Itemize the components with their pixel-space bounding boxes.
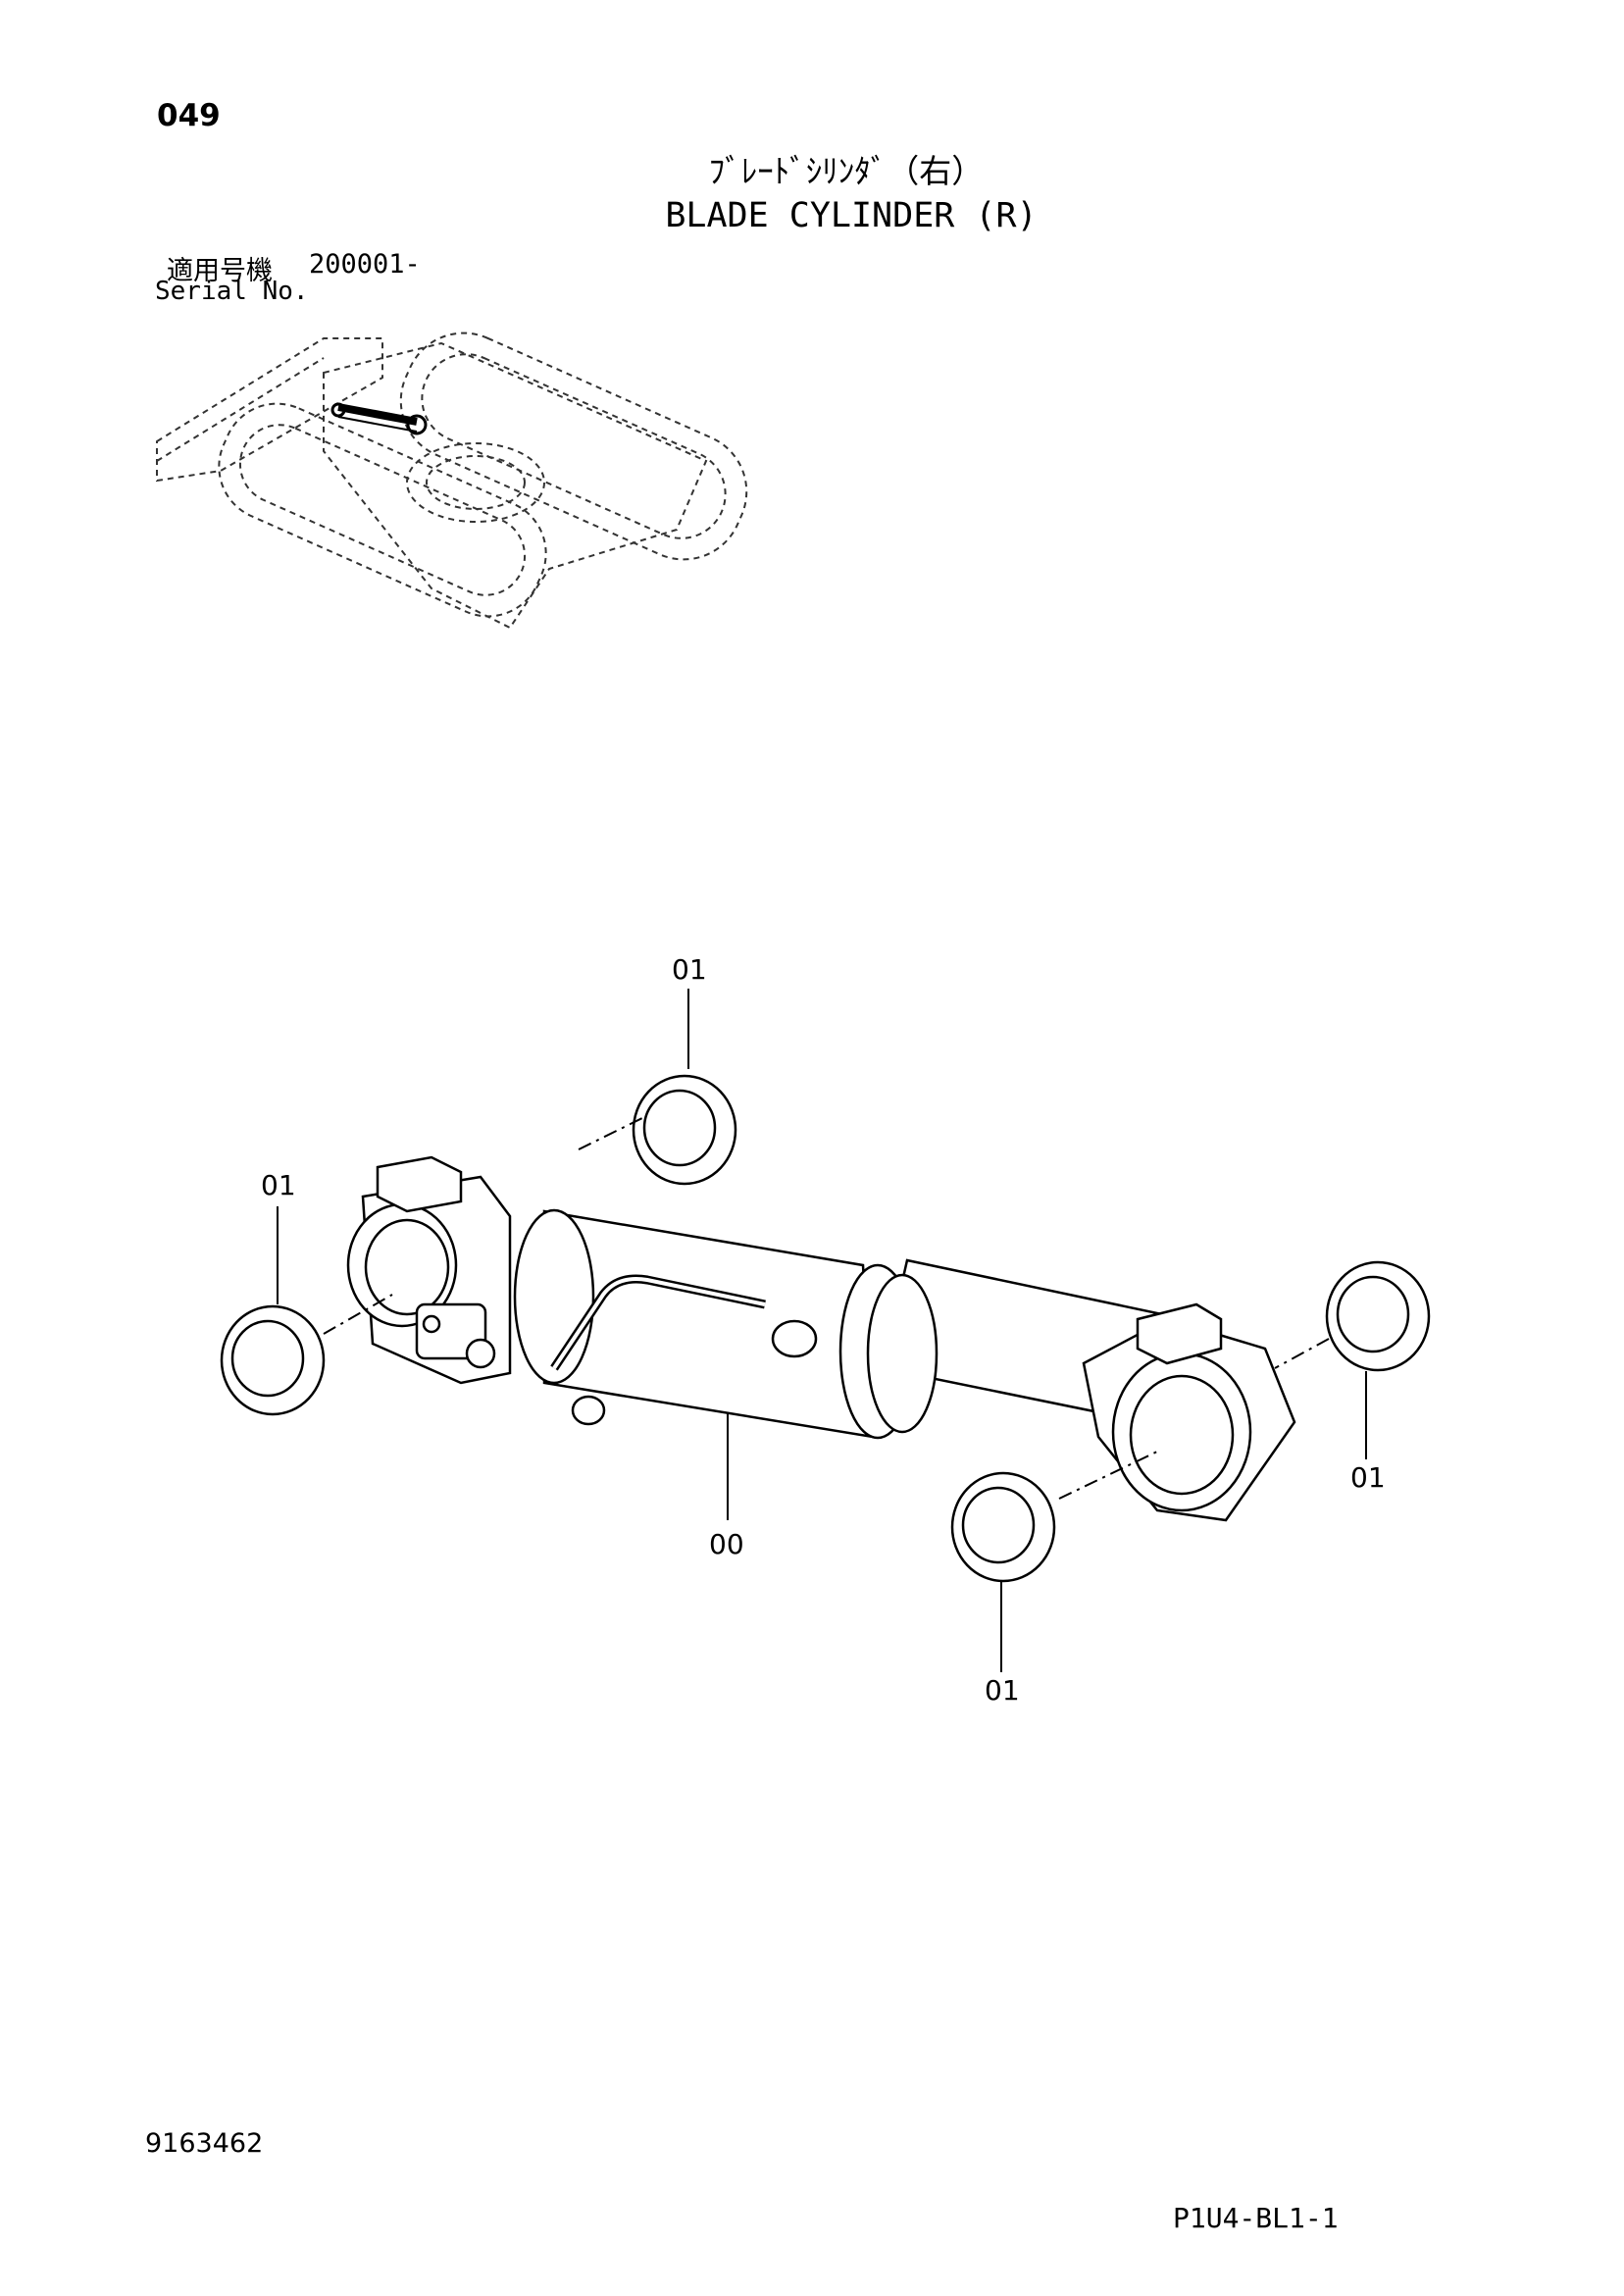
serial-label-japanese: 適用号機 <box>167 256 273 286</box>
bushing-top <box>632 1074 737 1186</box>
bushings <box>220 1074 1431 1583</box>
document-id: 9163462 <box>145 2128 264 2159</box>
bushing-lower <box>950 1471 1056 1583</box>
callout-bushing-top: 01 <box>672 953 707 986</box>
title-japanese: ﾌﾞﾚｰﾄﾞｼﾘﾝﾀﾞ（右） <box>708 152 985 190</box>
bushing-right-upper <box>1325 1260 1431 1372</box>
leader-lines <box>277 989 1367 1672</box>
page-code: P1U4-BL1-1 <box>1173 2202 1339 2234</box>
undercarriage-locator-sketch <box>156 332 748 630</box>
callout-bushing-right: 01 <box>1350 1461 1386 1494</box>
blade-cylinder-assembly <box>346 1155 1296 1522</box>
callout-bushing-lower: 01 <box>985 1674 1020 1707</box>
page-number: 049 <box>157 98 221 133</box>
serial-range: 200001- <box>309 249 421 280</box>
title-english: BLADE CYLINDER (R) <box>665 196 1038 235</box>
serial-label-english: Serial No. <box>155 277 309 306</box>
highlighted-cylinder-sketch <box>330 402 428 435</box>
alignment-lines <box>323 1117 1330 1500</box>
callout-cylinder: 00 <box>709 1528 744 1560</box>
bushing-left <box>220 1304 326 1416</box>
callout-bushing-left: 01 <box>261 1169 296 1201</box>
